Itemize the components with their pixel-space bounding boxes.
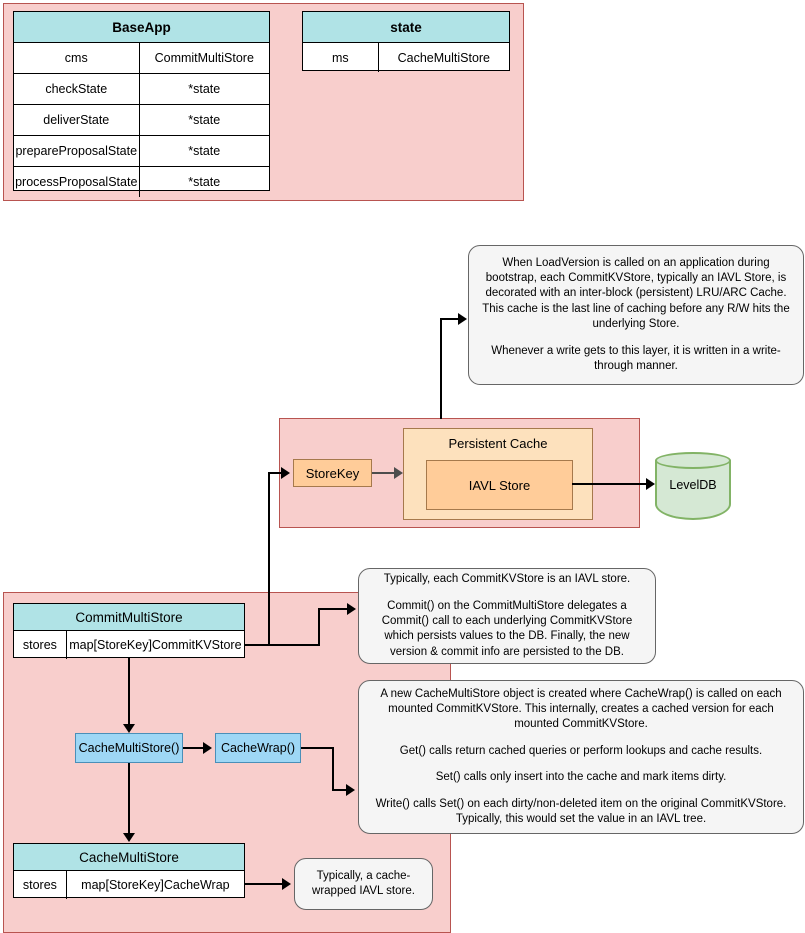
connector-cachewrap-to-note-h2 <box>332 789 350 791</box>
connector-cachestores-to-note <box>245 883 285 885</box>
baseapp-field-checkstate: checkState <box>14 74 140 104</box>
arrowhead-storekey-to-cache <box>394 467 403 479</box>
persistent-cache-box: Persistent Cache IAVL Store <box>403 428 593 520</box>
arrowhead-stores-to-storekey <box>281 467 290 479</box>
connector-stores-to-note-v <box>318 608 320 646</box>
commit-multi-store-header: CommitMultiStore <box>14 604 244 631</box>
state-table-header: state <box>303 12 509 43</box>
cylinder-body <box>655 460 731 520</box>
iavl-store-label: IAVL Store <box>468 477 531 493</box>
cylinder-top-ellipse <box>655 452 731 469</box>
connector-commit-to-cachecall <box>128 658 130 726</box>
baseapp-type-deliverstate: *state <box>188 113 221 127</box>
table-row: deliverState *state <box>14 105 269 136</box>
connector-stores-to-storekey-v <box>268 472 270 646</box>
arrowhead-cachestores-to-note <box>282 878 291 890</box>
baseapp-type-checkstate: *state <box>188 82 221 96</box>
cache-multi-store-field-stores: stores <box>14 871 67 899</box>
arrowhead-cache-to-note <box>458 313 467 325</box>
note-commit-kv-store-p2: Commit() on the CommitMultiStore delegat… <box>381 600 633 658</box>
baseapp-table: BaseApp cms CommitMultiStore checkState … <box>13 11 270 197</box>
persistent-cache-title: Persistent Cache <box>448 436 548 451</box>
state-field-ms: ms <box>303 43 379 72</box>
state-type-ms: CacheMultiStore <box>397 50 491 65</box>
cache-multi-store-header: CacheMultiStore <box>14 844 244 871</box>
note-commit-kv-store-p1: Typically, each CommitKVStore is an IAVL… <box>383 573 631 586</box>
cache-wrap-call-box: CacheWrap() <box>215 733 301 763</box>
note-cache-wrap-p1: A new CacheMultiStore object is created … <box>380 687 782 730</box>
baseapp-type-cms: CommitMultiStore <box>154 51 254 65</box>
connector-storekey-to-cache <box>372 472 396 474</box>
table-row: stores map[StoreKey]CommitKVStore <box>14 631 244 659</box>
cache-multi-store-table: CacheMultiStore stores map[StoreKey]Cach… <box>13 843 245 899</box>
commit-multi-store-type-stores: map[StoreKey]CommitKVStore <box>69 638 242 652</box>
table-row: prepareProposalState *state <box>14 136 269 167</box>
cache-multi-store-call-label: CacheMultiStore() <box>78 741 180 755</box>
connector-stores-to-storekey-h2 <box>268 472 284 474</box>
cache-multi-store-call-box: CacheMultiStore() <box>75 733 183 763</box>
baseapp-field-deliverstate: deliverState <box>14 105 140 135</box>
leveldb-cylinder: LevelDB <box>655 452 731 520</box>
baseapp-field-cms: cms <box>14 43 140 73</box>
connector-iavl-to-leveldb <box>572 483 650 485</box>
connector-cachewrap-to-note-h1 <box>301 747 334 749</box>
table-row: stores map[StoreKey]CacheWrap <box>14 871 244 899</box>
note-cache-wrapped-iavl-p1: Typically, a cache-wrapped IAVL store. <box>312 869 415 897</box>
cache-wrap-call-label: CacheWrap() <box>220 741 296 755</box>
note-cache-wrap-p3: Set() calls only insert into the cache a… <box>435 771 727 784</box>
arrowhead-stores-to-note <box>347 603 356 615</box>
connector-stores-to-note-h1 <box>245 644 320 646</box>
store-key-box: StoreKey <box>293 459 372 487</box>
connector-stores-to-note-h2 <box>318 608 351 610</box>
table-row: ms CacheMultiStore <box>303 43 509 72</box>
commit-multi-store-field-stores: stores <box>14 631 67 659</box>
state-table: state ms CacheMultiStore <box>302 11 510 72</box>
baseapp-field-prepareproposalstate: prepareProposalState <box>14 136 140 166</box>
arrowhead-commit-to-cachecall <box>123 724 135 733</box>
table-row: cms CommitMultiStore <box>14 43 269 74</box>
baseapp-table-header: BaseApp <box>14 12 269 43</box>
note-cache-wrap-p4: Write() calls Set() on each dirty/non-de… <box>375 798 787 826</box>
note-cache-wrap: A new CacheMultiStore object is created … <box>358 680 804 834</box>
arrowhead-cachecall-to-cachewrap <box>203 742 212 754</box>
store-key-label: StoreKey <box>305 465 360 481</box>
note-cache-wrap-p2: Get() calls return cached queries or per… <box>399 744 763 757</box>
note-load-version-p2: Whenever a write gets to this layer, it … <box>491 344 781 372</box>
connector-cachewrap-to-note-v <box>332 747 334 791</box>
cache-multi-store-type-stores: map[StoreKey]CacheWrap <box>81 878 230 892</box>
leveldb-label: LevelDB <box>669 478 717 492</box>
arrowhead-cachecall-to-table <box>123 833 135 842</box>
note-commit-kv-store: Typically, each CommitKVStore is an IAVL… <box>358 568 656 664</box>
baseapp-field-processproposalstate: processProposalState <box>14 167 140 197</box>
table-row: processProposalState *state <box>14 167 269 197</box>
connector-cachecall-to-table <box>128 763 130 835</box>
connector-cache-to-note-vertical <box>440 318 442 419</box>
table-row: checkState *state <box>14 74 269 105</box>
commit-multi-store-table: CommitMultiStore stores map[StoreKey]Com… <box>13 603 245 659</box>
note-load-version-p1: When LoadVersion is called on an applica… <box>482 257 790 330</box>
baseapp-type-processproposalstate: *state <box>188 175 221 189</box>
arrowhead-iavl-to-leveldb <box>646 478 655 490</box>
note-load-version: When LoadVersion is called on an applica… <box>468 245 804 385</box>
iavl-store-box: IAVL Store <box>426 460 573 510</box>
arrowhead-cachewrap-to-note <box>346 784 355 796</box>
note-cache-wrapped-iavl: Typically, a cache-wrapped IAVL store. <box>294 858 433 910</box>
connector-cache-to-note-horizontal <box>440 318 460 320</box>
connector-cachecall-to-cachewrap <box>183 747 206 749</box>
baseapp-type-prepareproposalstate: *state <box>188 144 221 158</box>
